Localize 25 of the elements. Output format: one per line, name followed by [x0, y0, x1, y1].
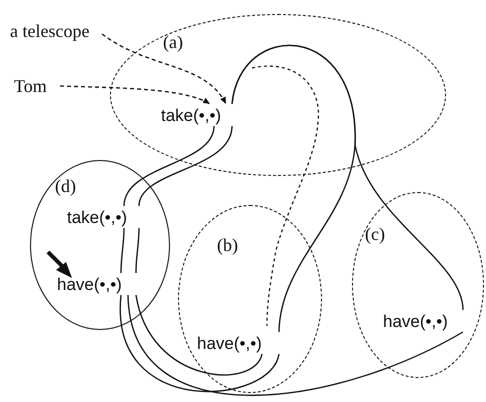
dashed-arrow [60, 85, 210, 105]
connecting-line [120, 295, 280, 392]
dashed-ellipse [178, 205, 322, 393]
region-label: (b) [217, 234, 238, 256]
connecting-line [231, 45, 464, 310]
region-label: (c) [365, 223, 385, 245]
word-label: a telescope [10, 20, 90, 42]
predicate-label: have(•,•) [383, 311, 448, 333]
region-label: (d) [55, 175, 76, 197]
connecting-line [123, 126, 215, 206]
connecting-line [138, 126, 233, 206]
connecting-line [135, 294, 263, 376]
predicate-label: have(•,•) [197, 333, 262, 355]
predicate-label: take(•,•) [67, 207, 128, 229]
predicate-label: take(•,•) [161, 105, 222, 127]
dashed-ellipse [352, 192, 484, 378]
connecting-line [120, 228, 125, 273]
dashed-ellipse [110, 14, 446, 176]
predicate-label: have(•,•) [57, 274, 122, 296]
region-label: (a) [163, 31, 183, 53]
ellipse [30, 160, 170, 330]
connecting-line [127, 294, 464, 396]
connecting-line [135, 228, 140, 273]
word-label: Tom [14, 75, 47, 97]
dashed-arrow [102, 33, 227, 104]
